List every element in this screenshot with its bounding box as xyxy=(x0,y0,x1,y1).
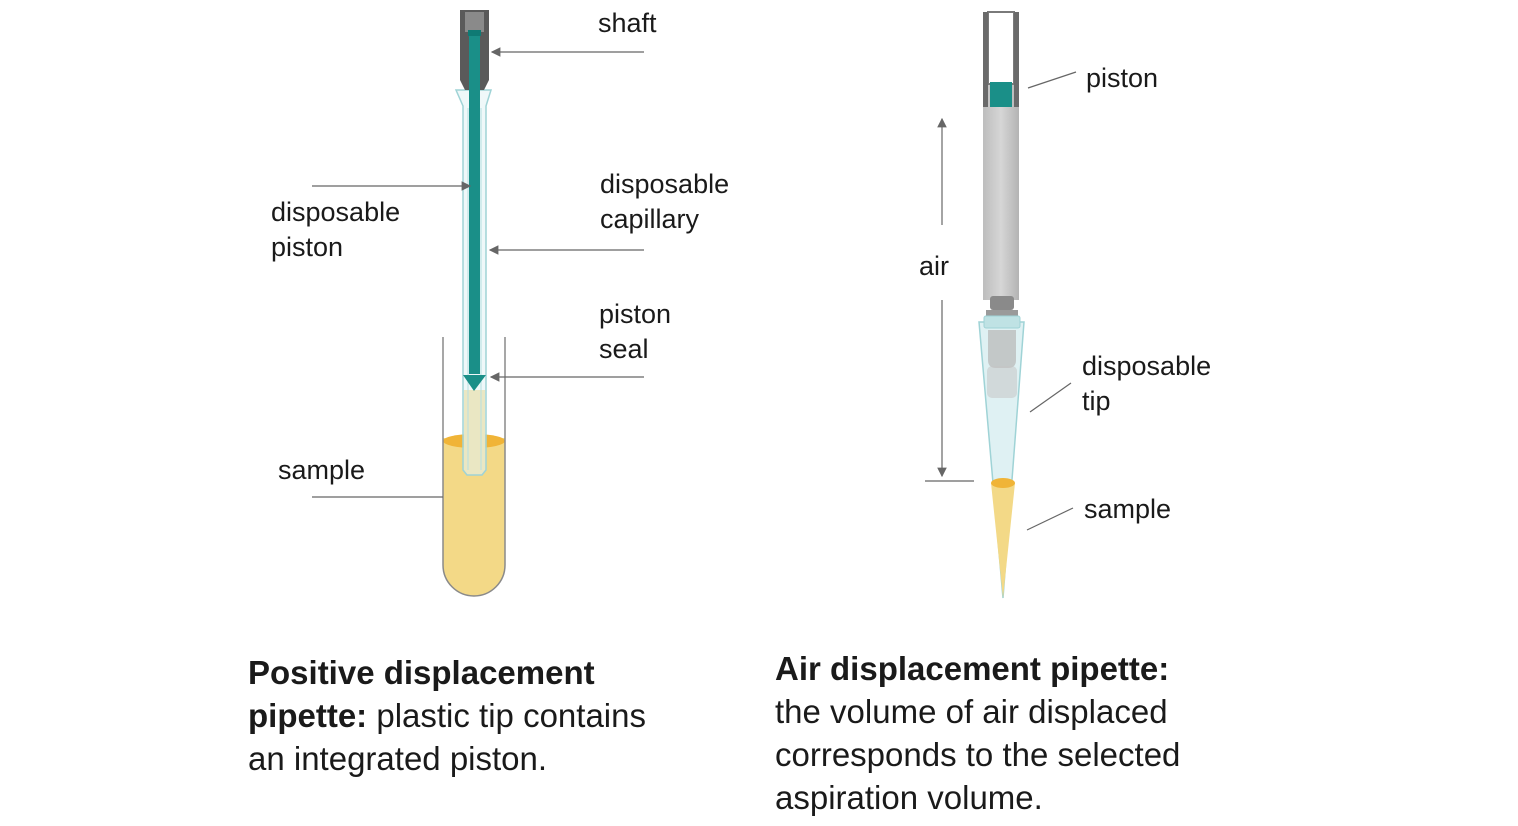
pointer-sample-right xyxy=(1026,507,1074,531)
tip-sample xyxy=(991,483,1015,598)
label-sample-right: sample xyxy=(1084,494,1172,524)
tube-sample xyxy=(443,438,505,596)
label-shaft: shaft xyxy=(598,8,657,38)
pipette-shaft xyxy=(983,11,1019,318)
pointer-disposable-tip xyxy=(1029,382,1072,413)
caption-left-bold1: Positive displacement xyxy=(248,654,595,691)
label-air: air xyxy=(919,251,950,281)
caption-air-displacement: Air displacement pipette: the volume of … xyxy=(775,647,1180,819)
disposable-piston xyxy=(463,30,486,391)
caption-right-line1: Air displacement pipette: xyxy=(775,647,1180,690)
caption-left-line2: pipette: plastic tip contains xyxy=(248,694,646,737)
pointer-piston xyxy=(1027,71,1077,89)
caption-right-line2: the volume of air displaced xyxy=(775,693,1168,730)
air-displacement-pipette xyxy=(925,11,1077,599)
caption-right-line4: aspiration volume. xyxy=(775,779,1043,816)
label-disposable-capillary-line1: disposable xyxy=(600,169,730,199)
label-disposable-tip-line1: disposable xyxy=(1082,351,1212,381)
label-piston: piston xyxy=(1086,63,1159,93)
label-piston-seal: piston seal xyxy=(599,297,671,367)
sample-tube xyxy=(442,337,506,597)
label-piston-seal-line2: seal xyxy=(599,334,649,364)
label-disposable-piston-line1: disposable xyxy=(271,197,401,227)
label-disposable-capillary: disposable capillary xyxy=(600,167,729,237)
caption-left-line3: an integrated piston. xyxy=(248,740,548,777)
label-disposable-tip-line2: tip xyxy=(1082,386,1111,416)
caption-right-bold1: Air displacement pipette: xyxy=(775,650,1170,687)
piston-block xyxy=(990,82,1012,107)
caption-right-line3: corresponds to the selected xyxy=(775,736,1181,773)
disposable-tip xyxy=(978,315,1025,599)
tip-cone-collar xyxy=(990,296,1014,310)
label-disposable-piston: disposable piston xyxy=(271,195,400,265)
piston-seal xyxy=(463,375,486,391)
label-piston-seal-line1: piston xyxy=(599,299,672,329)
caption-left-rest2: plastic tip contains xyxy=(367,697,646,734)
caption-left-bold2: pipette: xyxy=(248,697,368,734)
tube-outline xyxy=(442,337,506,597)
tip-sample-surface xyxy=(991,478,1015,488)
label-disposable-tip: disposable tip xyxy=(1082,349,1211,419)
label-sample-left: sample xyxy=(278,455,366,485)
caption-positive-displacement: Positive displacement pipette: plastic t… xyxy=(248,651,646,780)
label-disposable-piston-line2: piston xyxy=(271,232,344,262)
label-disposable-capillary-line2: capillary xyxy=(600,204,700,234)
positive-displacement-pipette xyxy=(312,10,644,597)
caption-left-line1: Positive displacement xyxy=(248,651,646,694)
